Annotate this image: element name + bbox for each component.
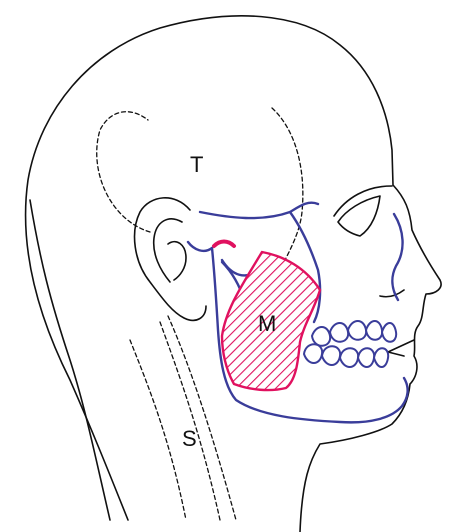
eye-outline — [338, 196, 380, 236]
upper-teeth — [312, 321, 396, 346]
orbit-rim — [392, 214, 402, 300]
joint-highlight — [214, 242, 234, 247]
temporal-joint-line — [188, 242, 258, 275]
lower-teeth — [304, 344, 388, 367]
nostril — [380, 290, 404, 297]
temporalis-outline — [97, 108, 303, 266]
label-masseter: M — [258, 311, 276, 336]
ear-outline — [135, 198, 206, 321]
label-temporalis: T — [190, 152, 203, 177]
label-sternocleidomastoid: S — [182, 426, 197, 451]
ear-inner — [154, 219, 186, 282]
zygomatic-arch — [200, 203, 318, 218]
neck-back-outline — [30, 200, 110, 520]
